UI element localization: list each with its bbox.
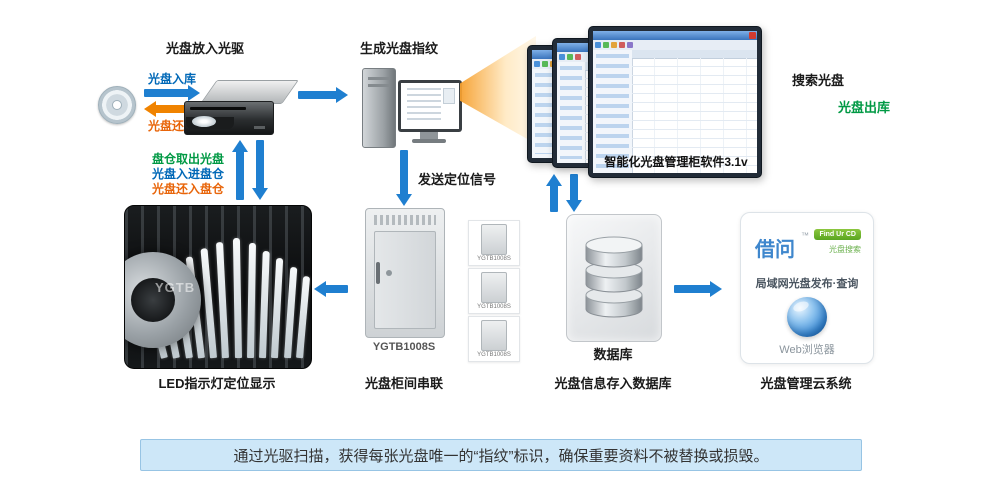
trademark-symbol: ™ bbox=[801, 231, 809, 240]
disc-return-arrow bbox=[144, 102, 200, 116]
globe-icon bbox=[787, 297, 827, 337]
arrow-shaft bbox=[298, 91, 337, 99]
database-to-screen-arrow bbox=[546, 174, 562, 212]
toolbar-icon bbox=[627, 42, 633, 48]
mini-cabinet-image bbox=[481, 224, 507, 255]
fingerprint-section-title: 生成光盘指纹 bbox=[360, 41, 439, 56]
toolbar-icon bbox=[575, 54, 581, 60]
drive-disc bbox=[192, 116, 216, 127]
led-watermark: YGTB bbox=[155, 280, 196, 295]
disc-in-label: 光盘入库 bbox=[148, 72, 197, 86]
badge-subtitle: 光盘搜索 bbox=[829, 245, 861, 254]
cabinet-handle bbox=[376, 262, 380, 284]
disc-in-arrow bbox=[144, 86, 200, 100]
toolbar-icon bbox=[603, 42, 609, 48]
table-grid bbox=[632, 58, 757, 173]
cloud-description: 局域网光盘发布·查询 bbox=[755, 278, 859, 290]
monitor-stand bbox=[420, 132, 438, 139]
bin-down-arrow bbox=[252, 140, 268, 200]
disc-drive-image bbox=[184, 80, 299, 136]
mini-cabinet-image bbox=[481, 320, 507, 351]
bin-return-label: 光盘还入盘仓 bbox=[152, 182, 225, 196]
toolbar-icon bbox=[611, 42, 617, 48]
arrow-shaft bbox=[144, 89, 189, 97]
bin-take-out-label: 盘仓取出光盘 bbox=[152, 152, 225, 166]
database-to-cloud-arrow bbox=[674, 281, 722, 297]
database-label: 数据库 bbox=[593, 347, 633, 362]
mini-cabinet-card: YGTB1008S bbox=[468, 316, 520, 362]
cabinet-to-led-arrow bbox=[314, 281, 348, 297]
send-signal-arrow bbox=[396, 150, 412, 206]
toolbar-icon bbox=[542, 61, 548, 67]
cabinet-image: YGTB1008S bbox=[350, 206, 458, 362]
mini-cabinet-label: YGTB1008S bbox=[477, 304, 511, 310]
find-ur-cd-badge: Find Ur CD bbox=[814, 229, 861, 240]
cloud-brand: 借问 bbox=[755, 239, 795, 261]
database-caption: 光盘信息存入数据库 bbox=[554, 376, 672, 391]
arrow-shaft bbox=[236, 151, 244, 200]
mini-cabinet-card: YGTB1008S bbox=[468, 220, 520, 266]
disc-slat bbox=[246, 243, 257, 359]
arrow-shaft bbox=[674, 285, 711, 293]
summary-banner: 通过光驱扫描，获得每张光盘唯一的“指纹”标识，确保重要资料不被替换或损毁。 bbox=[140, 439, 862, 471]
robot-arm-hub bbox=[131, 278, 175, 322]
disc-out-label: 光盘出库 bbox=[838, 100, 891, 115]
mini-cabinet-label: YGTB1008S bbox=[477, 352, 511, 358]
monitor-base bbox=[412, 139, 446, 143]
bin-up-arrow bbox=[232, 140, 248, 200]
toolbar-icon bbox=[619, 42, 625, 48]
disc-slat bbox=[283, 267, 298, 359]
screen-to-database-arrow bbox=[566, 174, 582, 212]
screen-inner bbox=[593, 31, 757, 173]
disc-slat bbox=[216, 242, 230, 359]
mini-cabinet-label: YGTB1008S bbox=[477, 256, 511, 262]
disc-slat bbox=[232, 238, 242, 359]
mini-cabinet-image bbox=[481, 272, 507, 303]
computer-tower bbox=[362, 68, 396, 148]
send-signal-label: 发送定位信号 bbox=[418, 172, 497, 187]
computer-screen bbox=[401, 83, 459, 129]
computer-monitor bbox=[398, 80, 462, 132]
search-disc-label: 搜索光盘 bbox=[792, 73, 845, 88]
led-display-image: YGTB bbox=[124, 205, 312, 369]
cloud-system-card: 借问 ™ Find Ur CD 光盘搜索 局域网光盘发布·查询 Web浏览器 bbox=[740, 212, 874, 364]
mini-cabinet-card: YGTB1008S bbox=[468, 268, 520, 314]
arrow-shaft bbox=[155, 105, 200, 113]
software-screen-front bbox=[588, 26, 762, 178]
screen-titlebar bbox=[593, 31, 757, 40]
drive-section-title: 光盘放入光驱 bbox=[166, 41, 245, 56]
toolbar-icon bbox=[595, 42, 601, 48]
bin-put-in-label: 光盘入进盘仓 bbox=[152, 167, 225, 181]
arrow-shaft bbox=[400, 150, 408, 195]
projection-beam bbox=[460, 36, 536, 144]
software-title: 智能化光盘管理柜软件3.1v bbox=[604, 155, 748, 169]
cabinet-caption: 光盘柜间串联 bbox=[364, 376, 443, 391]
arrow-shaft bbox=[256, 140, 264, 189]
arrow-shaft bbox=[570, 174, 578, 201]
database-icon bbox=[585, 236, 643, 318]
cloud-caption: 光盘管理云系统 bbox=[760, 376, 852, 391]
arrow-shaft bbox=[325, 285, 348, 293]
drive-eject-button bbox=[254, 126, 265, 129]
drive-to-computer-arrow bbox=[298, 88, 348, 102]
cabinet-vent bbox=[374, 215, 436, 225]
arrow-shaft bbox=[550, 185, 558, 212]
toolbar-icon bbox=[567, 54, 573, 60]
cabinet-body bbox=[365, 208, 445, 338]
disc-slat bbox=[271, 258, 284, 359]
led-caption: LED指示灯定位显示 bbox=[158, 376, 276, 391]
toolbar-icon bbox=[534, 61, 540, 67]
toolbar-icon bbox=[559, 54, 565, 60]
drive-slot bbox=[190, 107, 246, 110]
cabinet-model-label: YGTB1008S bbox=[372, 341, 436, 353]
web-browser-label: Web浏览器 bbox=[779, 344, 835, 356]
database-box bbox=[566, 214, 662, 342]
cabinet-lock bbox=[386, 270, 392, 276]
cd-disc-icon bbox=[98, 86, 136, 124]
screen-sidebar bbox=[557, 62, 586, 163]
disc-slat bbox=[259, 250, 270, 359]
cabinet-door bbox=[374, 231, 436, 329]
